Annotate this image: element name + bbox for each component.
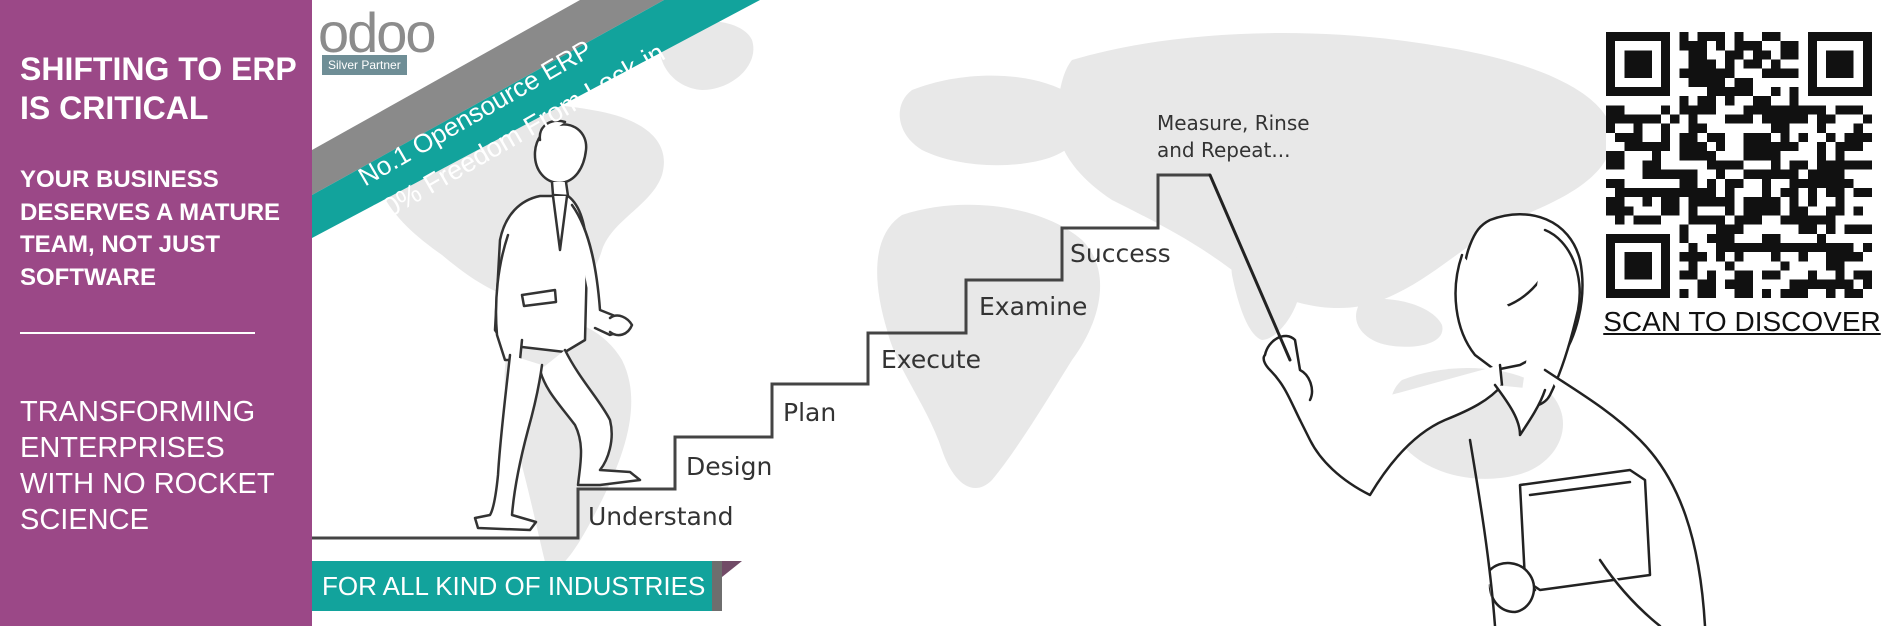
step-design: Design: [686, 452, 773, 481]
left-info-panel: SHIFTING TO ERP IS CRITICAL YOUR BUSINES…: [0, 0, 312, 626]
staircase-line: [312, 173, 1210, 540]
ribbon-bottom-teal: [312, 0, 760, 238]
measure-line-2: and Repeat...: [1157, 138, 1291, 162]
measure-line-1: Measure, Rinse: [1157, 111, 1310, 135]
panel-subheadline: YOUR BUSINESS DESERVES A MATURE TEAM, NO…: [20, 166, 281, 291]
step-examine: Examine: [979, 292, 1088, 321]
step-execute: Execute: [881, 345, 981, 374]
measure-note: Measure, Rinse and Repeat...: [1157, 110, 1357, 164]
step-success: Success: [1070, 239, 1171, 268]
panel-headline: SHIFTING TO ERP IS CRITICAL: [20, 51, 297, 126]
silver-partner-badge: Silver Partner: [322, 55, 407, 75]
industries-banner: FOR ALL KIND OF INDUSTRIES: [312, 561, 712, 611]
panel-divider: [20, 332, 255, 334]
step-understand: Understand: [588, 502, 734, 531]
scan-caption: SCAN TO DISCOVER: [1603, 306, 1881, 337]
panel-tagline: TRANSFORMING ENTERPRISES WITH NO ROCKET …: [20, 396, 275, 536]
odoo-logo: odoo: [318, 1, 437, 64]
qr-code[interactable]: [1606, 32, 1872, 298]
woman-figure: [1208, 173, 1707, 626]
businessman-figure: [473, 119, 642, 532]
banner-fold-gray: [712, 561, 722, 611]
step-plan: Plan: [783, 398, 837, 427]
